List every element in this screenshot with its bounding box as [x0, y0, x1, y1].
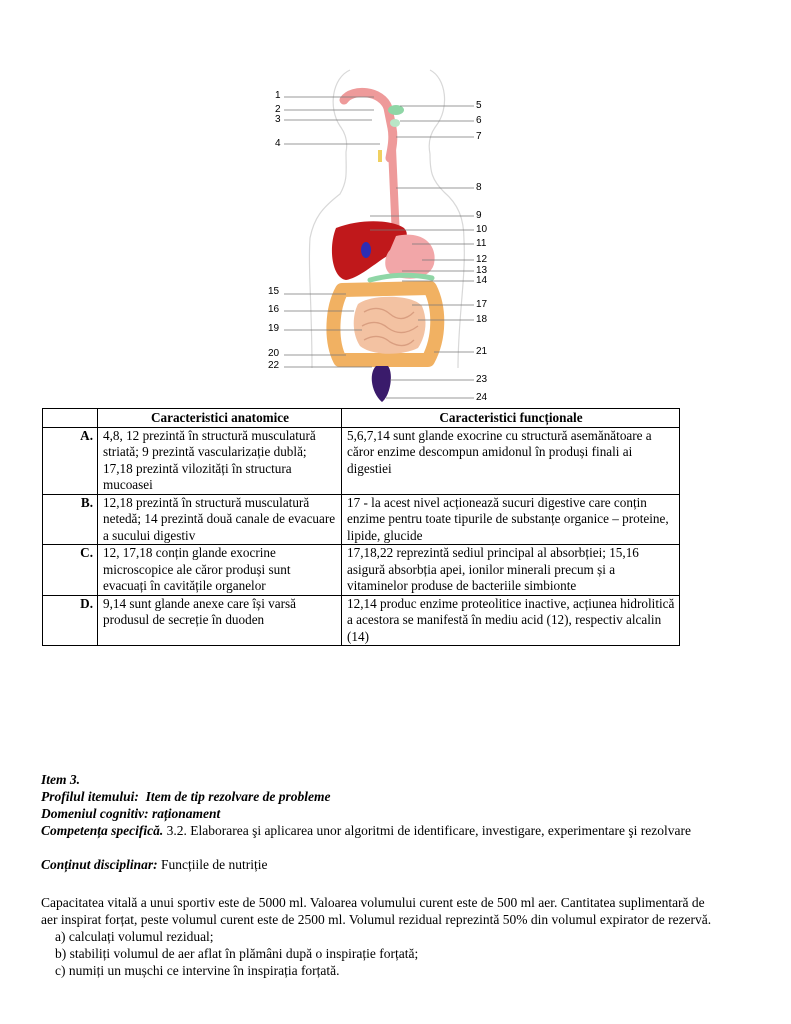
figure-label: 2 — [275, 104, 281, 115]
esophagus — [388, 144, 400, 242]
figure-label: 16 — [268, 304, 280, 315]
item-profile-label: Profilul itemului: — [41, 789, 139, 804]
problem-task-c: c) numiți un mușchi ce intervine în insp… — [55, 963, 340, 978]
table-header-anatomic: Caracteristici anatomice — [97, 408, 342, 428]
functional-cell: 5,6,7,14 sunt glande exocrine cu structu… — [341, 426, 680, 495]
item-profile: Profilul itemului: Item de tip rezolvare… — [41, 788, 330, 805]
figure-label: 19 — [268, 323, 280, 334]
digestive-system-figure: 1 2 3 4 15 16 19 20 22 5 6 7 8 9 10 11 1… — [262, 68, 502, 408]
figure-label: 24 — [476, 392, 488, 403]
gallbladder — [361, 242, 371, 258]
figure-label: 5 — [476, 100, 482, 111]
epiglottis — [378, 150, 382, 162]
item-competence: Competența specifică. 3.2. Elaborarea şi… — [41, 822, 721, 839]
salivary-gland — [390, 119, 400, 127]
table-row: D. 9,14 sunt glande anexe care își varsă… — [42, 594, 680, 646]
table-header-functional: Caracteristici funcționale — [341, 408, 680, 428]
option-letter: C. — [42, 544, 98, 596]
digestive-system-drawing — [284, 69, 474, 402]
item-competence-value: 3.2. Elaborarea şi aplicarea unor algori… — [166, 823, 691, 838]
option-letter: D. — [42, 594, 98, 646]
problem-task-a: a) calculați volumul rezidual; — [55, 929, 214, 944]
colon — [326, 281, 445, 367]
item-profile-value: Item de tip rezolvare de probleme — [145, 789, 331, 804]
figure-label: 12 — [476, 254, 488, 265]
table-row: A. 4,8, 12 prezintă în structură muscula… — [42, 426, 680, 495]
figure-label: 1 — [275, 90, 281, 101]
table-row: C. 12, 17,18 conțin glande exocrine micr… — [42, 544, 680, 596]
figure-label: 6 — [476, 115, 482, 126]
salivary-gland — [388, 105, 404, 115]
rectum — [371, 366, 391, 402]
table-header-row: Caracteristici anatomice Caracteristici … — [42, 408, 680, 428]
pancreas — [367, 272, 435, 283]
figure-label: 21 — [476, 346, 488, 357]
problem-block: Capacitatea vitală a unui sportiv este d… — [41, 894, 721, 979]
figure-label: 7 — [476, 131, 482, 142]
figure-label: 15 — [268, 286, 280, 297]
figure-label: 10 — [476, 224, 488, 235]
item-content-value: Funcțiile de nutriție — [161, 857, 268, 872]
figure-label: 22 — [268, 360, 280, 371]
figure-label: 9 — [476, 210, 482, 221]
figure-label: 4 — [275, 138, 281, 149]
item-content-label: Conținut disciplinar: — [41, 857, 158, 872]
pharynx — [339, 88, 398, 163]
figure-label: 23 — [476, 374, 488, 385]
figure-label: 17 — [476, 299, 488, 310]
option-letter: A. — [42, 426, 98, 495]
small-intestine — [353, 296, 426, 354]
item-domain: Domeniul cognitiv: raționament — [41, 806, 221, 821]
functional-cell: 17 - la acest nivel acționează sucuri di… — [341, 493, 680, 545]
table-row: B. 12,18 prezintă în structură musculatu… — [42, 493, 680, 545]
figure-label: 11 — [476, 238, 487, 249]
functional-cell: 17,18,22 reprezintă sediul principal al … — [341, 544, 680, 596]
functional-cell: 12,14 produc enzime proteolitice inactiv… — [341, 594, 680, 646]
figure-label: 14 — [476, 275, 488, 286]
figure-label: 3 — [275, 114, 281, 125]
table-header-empty — [42, 408, 98, 428]
figure-label: 18 — [476, 314, 488, 325]
item-competence-label: Competența specifică. — [41, 823, 164, 838]
figure-label: 20 — [268, 348, 280, 359]
anatomic-cell: 12, 17,18 conțin glande exocrine microsc… — [97, 544, 342, 596]
stomach — [385, 234, 435, 279]
problem-statement: Capacitatea vitală a unui sportiv este d… — [41, 895, 712, 927]
item-content: Conținut disciplinar: Funcțiile de nutri… — [41, 856, 268, 873]
anatomic-cell: 9,14 sunt glande anexe care își varsă pr… — [97, 594, 342, 646]
figure-label: 13 — [476, 265, 488, 276]
item-title: Item 3. — [41, 772, 80, 787]
option-letter: B. — [42, 493, 98, 545]
answer-options-table: Caracteristici anatomice Caracteristici … — [42, 408, 680, 646]
figure-label: 8 — [476, 182, 482, 193]
problem-task-b: b) stabiliți volumul de aer aflat în plă… — [55, 946, 419, 961]
anatomic-cell: 4,8, 12 prezintă în structură musculatur… — [97, 426, 342, 495]
anatomic-cell: 12,18 prezintă în structură musculatură … — [97, 493, 342, 545]
